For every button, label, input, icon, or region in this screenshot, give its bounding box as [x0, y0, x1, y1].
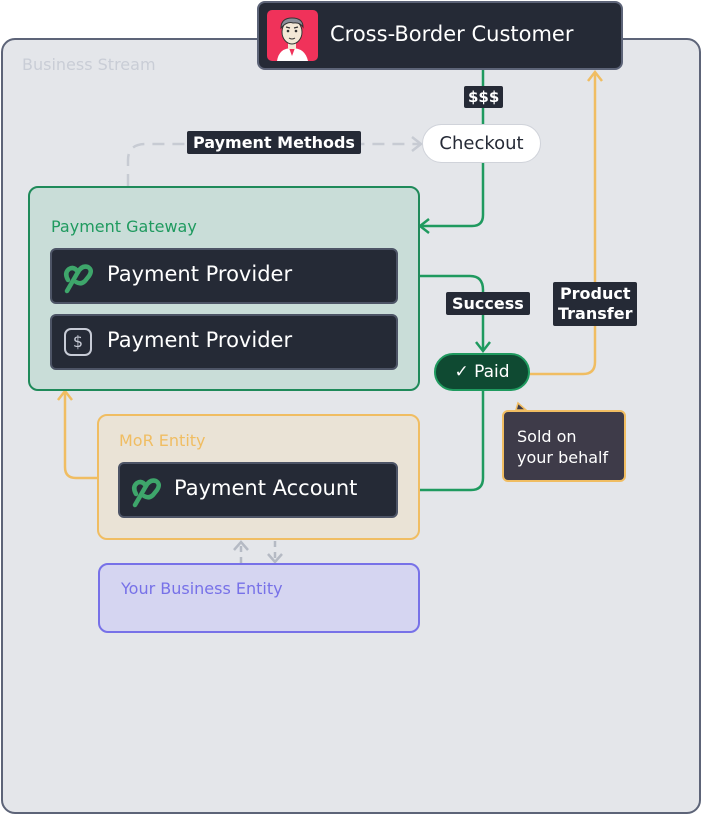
payment-account-label: Payment Account [174, 476, 358, 500]
your-business-entity-container [98, 563, 420, 633]
note-line2: your behalf [517, 448, 609, 467]
note-line1: Sold on [517, 427, 577, 446]
payment-methods-label: Payment Methods [187, 131, 361, 154]
customer-node [257, 1, 623, 70]
customer-avatar-icon [267, 10, 318, 61]
payment-gateway-label: Payment Gateway [51, 217, 197, 236]
product-transfer-label: Product Transfer [553, 282, 638, 326]
paid-status-node: ✓ Paid [434, 353, 530, 391]
note-pointer [515, 401, 528, 411]
payment-provider-label: Payment Provider [107, 262, 293, 286]
mor-to-gateway-line [63, 392, 97, 480]
checkout-node: Checkout [422, 124, 541, 163]
payment-provider-node [50, 248, 398, 304]
your-business-entity-label: Your Business Entity [121, 579, 283, 598]
checkout-arrowhead [411, 136, 424, 152]
entity-up-arrowhead [233, 540, 249, 551]
customer-to-gateway-line [421, 70, 485, 228]
payment-methods-dashed-line [126, 142, 420, 186]
paid-arrowhead [475, 341, 491, 354]
gateway-arrowhead [417, 218, 430, 234]
product-transfer-line1: Product [559, 284, 631, 303]
gateway-up-arrowhead [57, 388, 73, 401]
paddle-logo-icon [64, 264, 93, 294]
customer-label: Cross-Border Customer [330, 22, 574, 46]
sold-on-behalf-note: Sold on your behalf [502, 410, 626, 482]
paid-to-account-line [399, 391, 485, 492]
money-flow-label: $$$ [464, 86, 504, 108]
product-transfer-line [530, 73, 597, 376]
business-stream-label: Business Stream [22, 55, 156, 74]
paddle-logo-icon [132, 478, 161, 508]
mor-entity-label: MoR Entity [119, 431, 206, 450]
payment-account-node [118, 462, 398, 518]
dollar-icon: $ [64, 328, 92, 356]
payment-provider-label: Payment Provider [107, 328, 293, 352]
provider-to-paid-line [398, 274, 485, 350]
payment-provider-node [50, 314, 398, 370]
customer-arrowhead [587, 69, 603, 82]
success-label: Success [446, 292, 530, 315]
product-transfer-line2: Transfer [558, 304, 633, 323]
entity-down-arrowhead [267, 553, 283, 564]
